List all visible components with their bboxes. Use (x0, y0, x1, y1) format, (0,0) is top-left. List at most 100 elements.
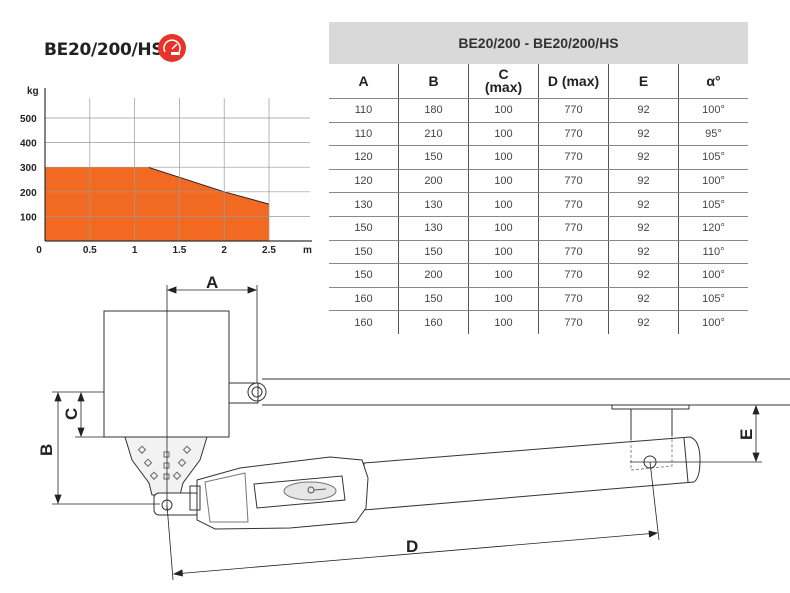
table-cell: 92 (608, 192, 679, 217)
lock-window (253, 475, 346, 509)
y-tick-label: 100 (20, 212, 37, 223)
table-cell: 120° (678, 216, 748, 241)
column-header: B (398, 64, 469, 99)
gate-beam (228, 378, 790, 406)
table-cell: 770 (538, 98, 609, 123)
dimension-label-c: C (62, 408, 81, 420)
table-cell: 130 (398, 192, 469, 217)
table-cell: 120 (329, 169, 399, 194)
dimension-lines (52, 285, 762, 581)
rear-bracket (124, 436, 208, 516)
table-cell: 160 (354, 316, 373, 329)
table-cell: 770 (538, 240, 609, 265)
table-cell: 770 (538, 216, 609, 241)
table-cell: 200 (398, 263, 469, 288)
table-cell: 92 (608, 145, 679, 170)
table-cell: 200 (398, 169, 469, 194)
y-tick-label: 200 (20, 188, 37, 199)
post-bracket-box (103, 310, 230, 438)
table-cell: 100° (678, 310, 748, 334)
y-axis-label: kg (27, 86, 39, 97)
front-bracket (611, 404, 690, 471)
table-cell: 92 (608, 310, 679, 334)
table-cell: 160 (329, 287, 399, 312)
table-cell: 100 (468, 310, 539, 334)
table-cell: 160 (398, 310, 469, 334)
table-cell: 100 (468, 240, 539, 265)
x-tick-label: 0 (36, 245, 42, 256)
dimension-label-b: B (37, 444, 56, 456)
x-tick-label: 2.5 (262, 245, 276, 256)
column-header: E (608, 64, 679, 99)
table-cell: 150 (329, 240, 399, 265)
table-cell: 770 (538, 122, 609, 147)
x-tick-label: 1 (132, 245, 138, 256)
table-cell: 92 (608, 122, 679, 147)
column-header: C(max) (468, 64, 539, 99)
column-header: A (329, 64, 399, 99)
table-cell: 100 (468, 216, 539, 241)
table-cell: 770 (538, 192, 609, 217)
operator-arm (189, 436, 701, 530)
product-title: BE20/200/HS (44, 40, 164, 60)
table-caption: BE20/200 - BE20/200/HS (329, 22, 748, 64)
table-cell: 100° (678, 169, 748, 194)
table-cell: 92 (608, 216, 679, 241)
table-cell: 210 (398, 122, 469, 147)
dimension-label-e: E (737, 429, 756, 440)
x-tick-label: 1.5 (172, 245, 186, 256)
x-tick-label: 2 (221, 245, 227, 256)
table-cell: 92 (608, 98, 679, 123)
table-cell: 92 (608, 287, 679, 312)
table-cell: 100° (678, 263, 748, 288)
x-tick-label: 0.5 (83, 245, 97, 256)
table-cell: 120 (329, 145, 399, 170)
table-cell: 770 (538, 287, 609, 312)
table-cell: 770 (538, 145, 609, 170)
x-axis-label: m (303, 245, 312, 256)
table-cell: 770 (538, 169, 609, 194)
table-cell: 105° (678, 192, 748, 217)
table-cell: 150 (398, 240, 469, 265)
table-cell: 110° (678, 240, 748, 265)
y-tick-label: 500 (20, 114, 37, 125)
table-cell: 92 (608, 263, 679, 288)
table-cell: 105° (678, 287, 748, 312)
table-cell: 92 (608, 240, 679, 265)
table-cell: 100° (678, 98, 748, 123)
table-cell: 100 (468, 98, 539, 123)
table-cell: 100 (468, 192, 539, 217)
table-cell: 180 (398, 98, 469, 123)
column-header: D (max) (538, 64, 609, 99)
table-cell: 770 (538, 310, 609, 334)
y-tick-label: 400 (20, 139, 37, 150)
table-cell: 130 (329, 192, 399, 217)
table-cell: 770 (538, 263, 609, 288)
table-cell: 110 (329, 98, 399, 123)
table-cell: 100 (468, 287, 539, 312)
table-cell: 150 (398, 145, 469, 170)
table-cell: 95° (678, 122, 748, 147)
column-header: α° (678, 64, 748, 99)
table-cell: 105° (678, 145, 748, 170)
load-area (45, 167, 269, 241)
table-cell: 100 (468, 169, 539, 194)
dimension-label-a: A (206, 273, 218, 292)
table-cell: 100 (468, 122, 539, 147)
table-cell: 150 (398, 287, 469, 312)
table-cell: 100 (468, 263, 539, 288)
